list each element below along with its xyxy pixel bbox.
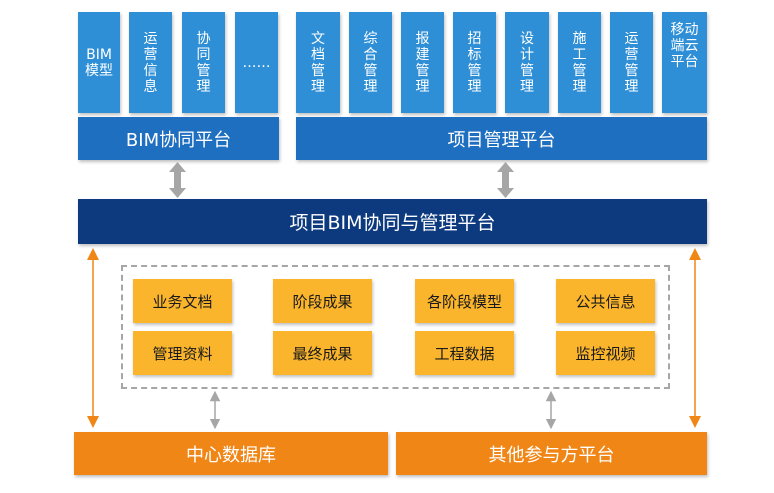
tile-bim-model: BIM 模型: [78, 12, 120, 113]
central-database: 中心数据库: [74, 432, 388, 475]
core-platform-bar: 项目BIM协同与管理平台: [78, 199, 707, 244]
tile-mobile-cloud-platform: 移动 端云 平台: [662, 12, 707, 113]
tile-design-management: 设 计 管 理: [505, 12, 549, 113]
data-items-container: [121, 265, 670, 389]
item-business-docs: 业务文档: [133, 279, 232, 323]
item-public-info: 公共信息: [556, 279, 655, 323]
item-stage-results: 阶段成果: [273, 279, 372, 323]
item-monitoring-video: 监控视频: [556, 331, 655, 375]
tile-operation-management: 运 营 管 理: [610, 12, 653, 113]
project-management-platform: 项目管理平台: [296, 117, 707, 160]
double-arrow-right-platform: [497, 162, 514, 198]
other-party-platform: 其他参与方平台: [396, 432, 707, 475]
double-arrow-left-platform: [169, 162, 186, 198]
tile-operation-info: 运 营 信 息: [129, 12, 172, 113]
tile-document-management: 文 档 管 理: [296, 12, 340, 113]
item-management-materials: 管理资料: [133, 331, 232, 375]
item-final-results: 最终成果: [273, 331, 372, 375]
item-engineering-data: 工程数据: [415, 331, 514, 375]
tile-ellipsis: ……: [235, 12, 278, 113]
tile-construction-management: 施 工 管 理: [558, 12, 601, 113]
tile-collab-management: 协 同 管 理: [182, 12, 225, 113]
item-stage-models: 各阶段模型: [415, 279, 514, 323]
tile-permit-management: 报 建 管 理: [401, 12, 444, 113]
bim-collab-platform: BIM协同平台: [78, 117, 279, 160]
tile-comprehensive-management: 综 合 管 理: [349, 12, 392, 113]
tile-bidding-management: 招 标 管 理: [453, 12, 496, 113]
